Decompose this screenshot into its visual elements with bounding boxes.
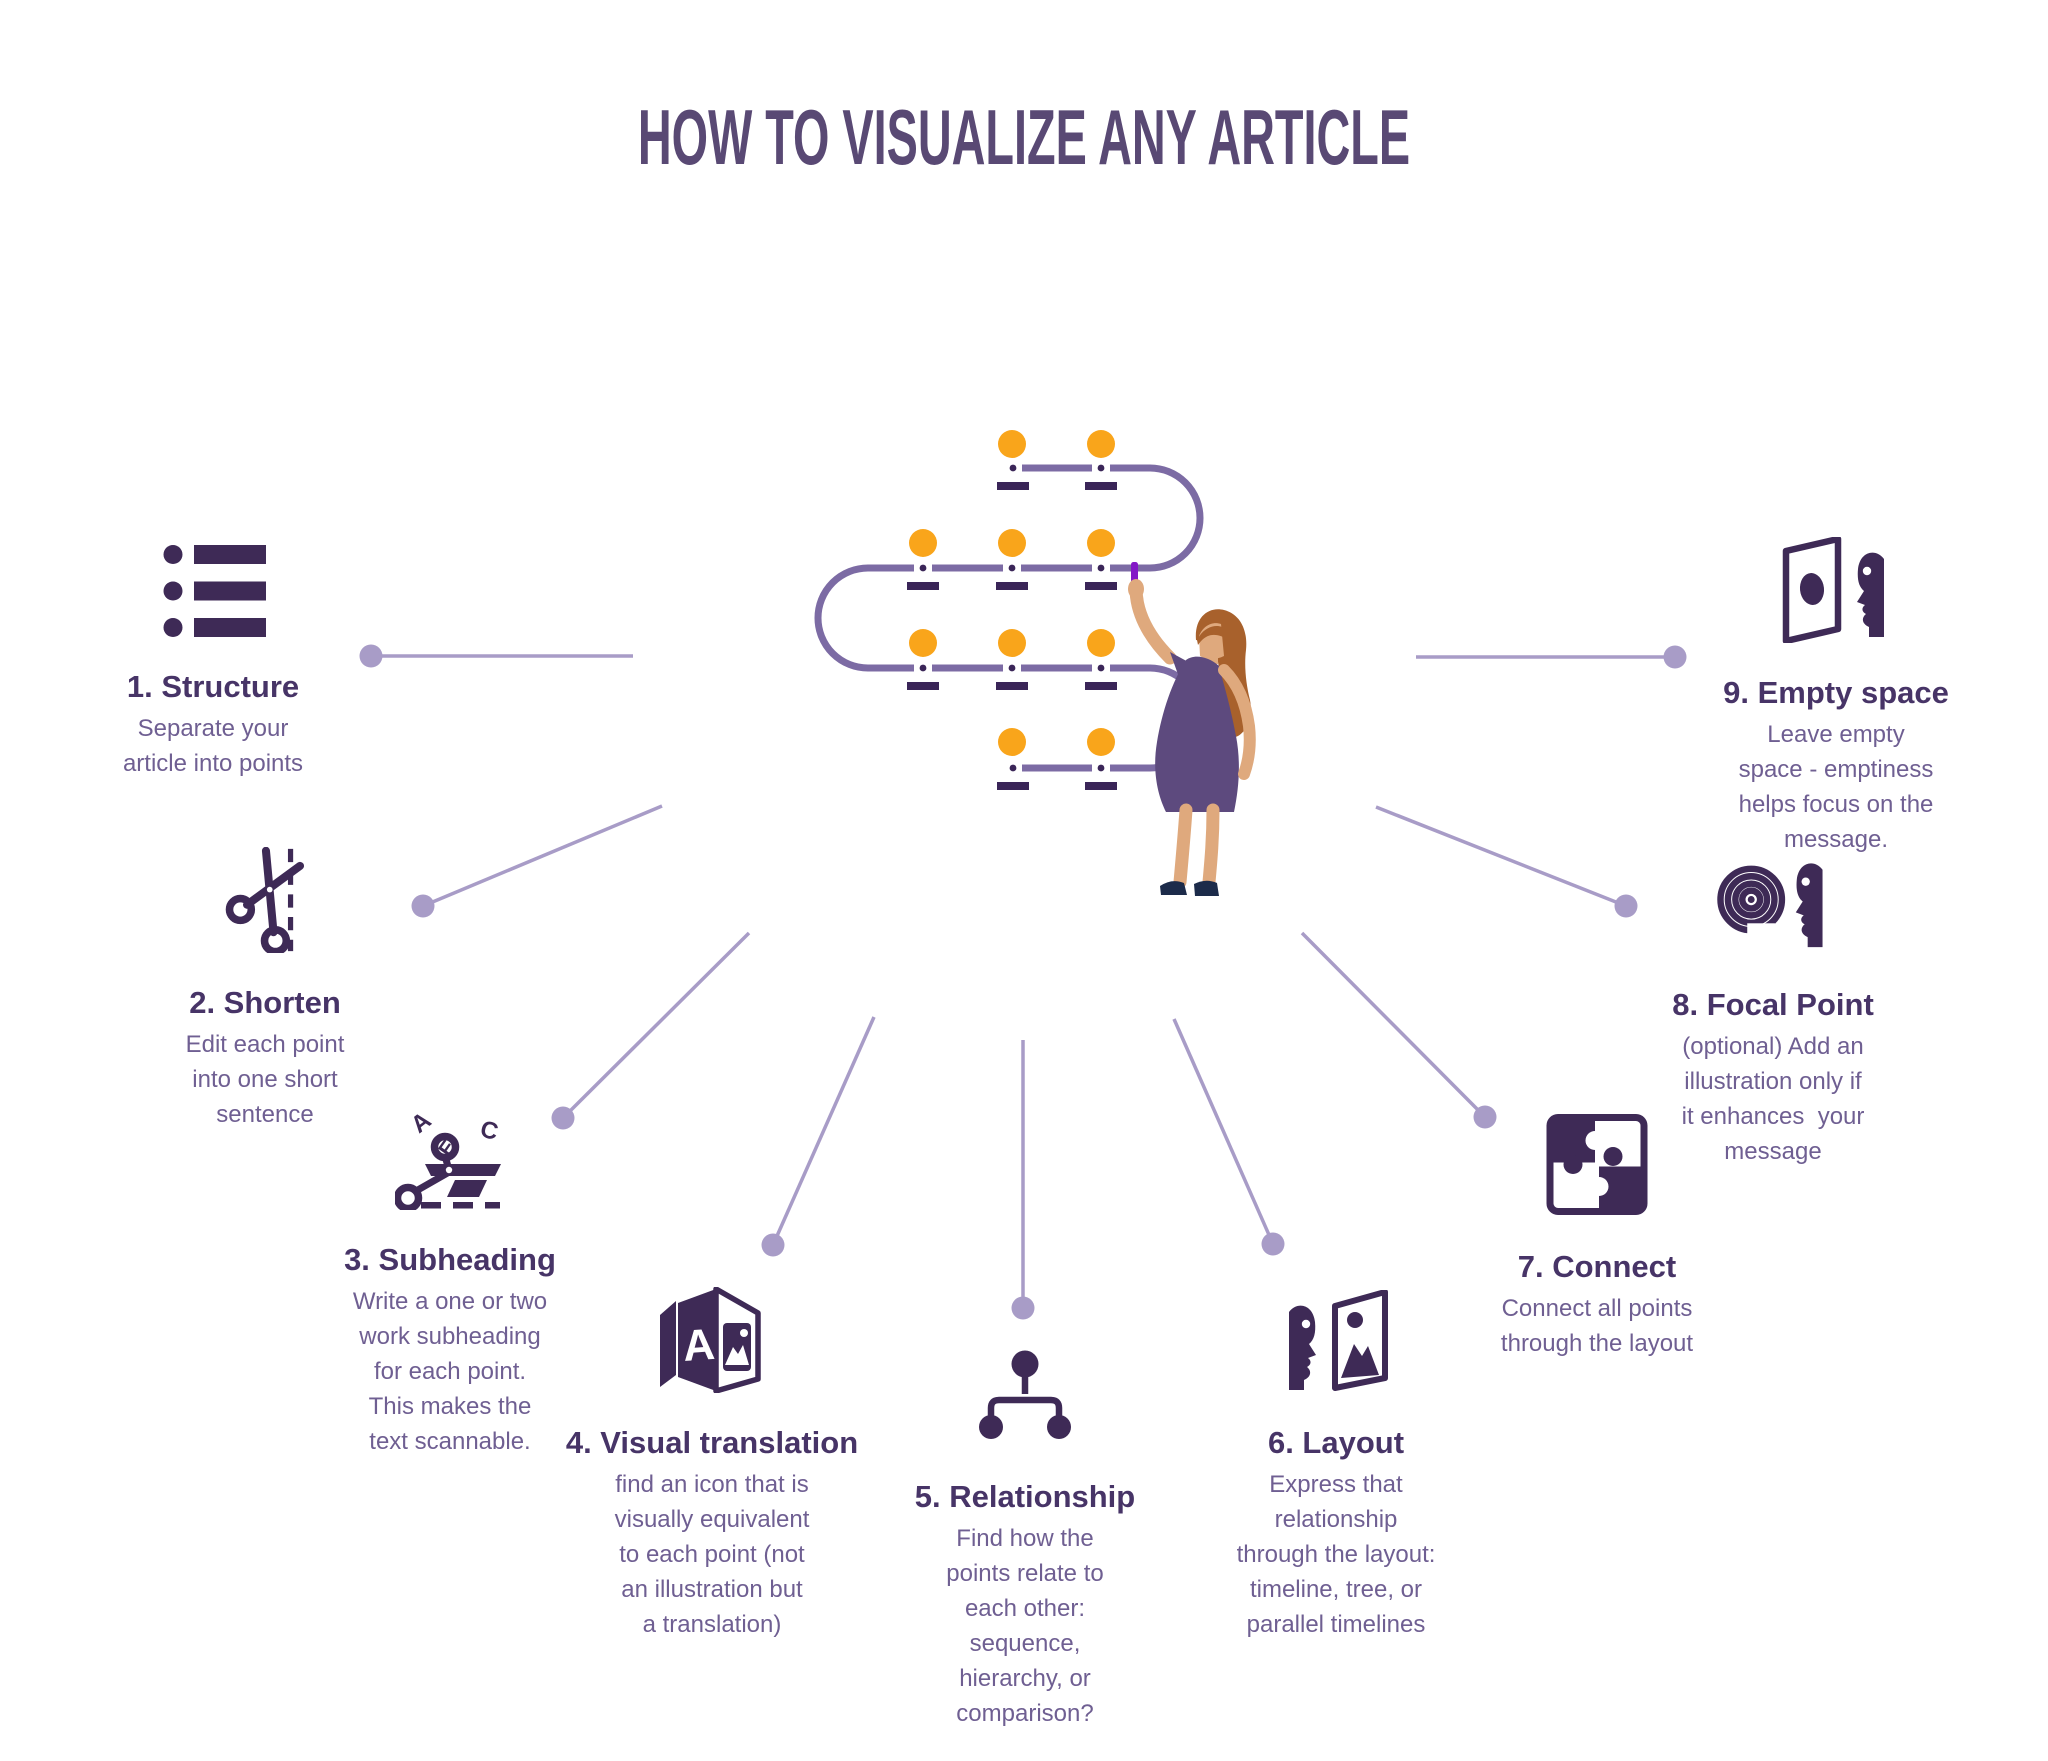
timeline-points — [909, 430, 1115, 756]
step-heading: 2. Shorten — [189, 985, 341, 1020]
svg-text:A: A — [681, 1320, 716, 1371]
step-heading: 9. Empty space — [1723, 675, 1949, 710]
spiral-face-icon — [1717, 848, 1829, 960]
hierarchy-tree-icon — [977, 1350, 1073, 1452]
step-structure: 1. Structure Separate your article into … — [33, 545, 393, 781]
woman-shoe-left — [1160, 881, 1187, 895]
step-subheading: A C E 3. Subheading Write a one or two w… — [270, 1107, 630, 1459]
woman-raised-arm — [1129, 581, 1177, 665]
connector-step-6 — [1172, 1018, 1285, 1256]
connector-step-5 — [1011, 1040, 1035, 1320]
connector-step-8 — [1375, 805, 1638, 918]
step-heading: 7. Connect — [1517, 1249, 1677, 1284]
face-picture-icon — [1281, 1289, 1391, 1398]
step-body: Write a one or two work subheading for e… — [352, 1288, 548, 1455]
connector-step-1 — [359, 644, 633, 668]
step-body: Leave empty space - emptiness helps focu… — [1738, 721, 1934, 853]
step-heading: 1. Structure — [126, 669, 300, 704]
step-connect: 7. Connect Connect all points through th… — [1417, 1112, 1777, 1361]
woman-hair-fringe — [1197, 626, 1223, 645]
list-icon — [161, 545, 266, 642]
woman-shoe-right — [1194, 880, 1219, 896]
svg-text:C: C — [478, 1116, 501, 1146]
connector-step-9 — [1416, 645, 1687, 669]
connector-step-4 — [761, 1016, 876, 1257]
connector-step-7 — [1300, 931, 1497, 1129]
timeline-path — [814, 462, 1204, 790]
scissors-letters-icon: A C E — [393, 1107, 505, 1215]
step-body: Find how the points relate to each other… — [946, 1525, 1104, 1727]
step-body: Edit each point into one short sentence — [185, 1031, 345, 1128]
connector-step-3 — [551, 931, 751, 1130]
letter-image-book-icon: A — [660, 1286, 764, 1398]
step-relationship: 5. Relationship Find how the points rela… — [845, 1350, 1205, 1731]
frame-face-icon — [1782, 535, 1890, 648]
scissors-cut-icon — [224, 846, 306, 958]
step-focal-point: 8. Focal Point (optional) Add an illustr… — [1593, 848, 1953, 1169]
step-heading: 6. Layout — [1267, 1425, 1405, 1460]
step-shorten: 2. Shorten Edit each point into one shor… — [85, 846, 445, 1132]
woman-figure — [1128, 562, 1256, 896]
woman-hanging-arm — [1218, 664, 1256, 780]
step-body: (optional) Add an illustration only if i… — [1681, 1033, 1865, 1165]
step-heading: 4. Visual translation — [565, 1425, 859, 1460]
connector-step-2 — [411, 804, 663, 918]
svg-text:A: A — [406, 1110, 436, 1139]
puzzle-icon — [1545, 1112, 1649, 1222]
woman-hand — [1128, 579, 1144, 599]
step-visual-translation: A 4. Visual translation find an icon tha… — [522, 1286, 902, 1642]
article-visualization-illustration — [814, 430, 1256, 896]
step-empty-space: 9. Empty space Leave empty space - empti… — [1646, 535, 2026, 857]
step-layout: 6. Layout Express that relationship thro… — [1156, 1289, 1516, 1642]
step-body: Separate your article into points — [122, 715, 304, 777]
page-title: HOW TO VISUALIZE ANY ARTICLE — [637, 93, 1411, 181]
step-heading: 5. Relationship — [914, 1479, 1136, 1514]
step-body: find an icon that is visually equivalent… — [614, 1471, 810, 1638]
step-body: Express that relationship through the la… — [1236, 1471, 1436, 1638]
step-heading: 3. Subheading — [344, 1242, 556, 1277]
woman-dress — [1155, 656, 1239, 812]
step-heading: 8. Focal Point — [1672, 987, 1874, 1022]
step-body: Connect all points through the layout — [1500, 1295, 1694, 1357]
